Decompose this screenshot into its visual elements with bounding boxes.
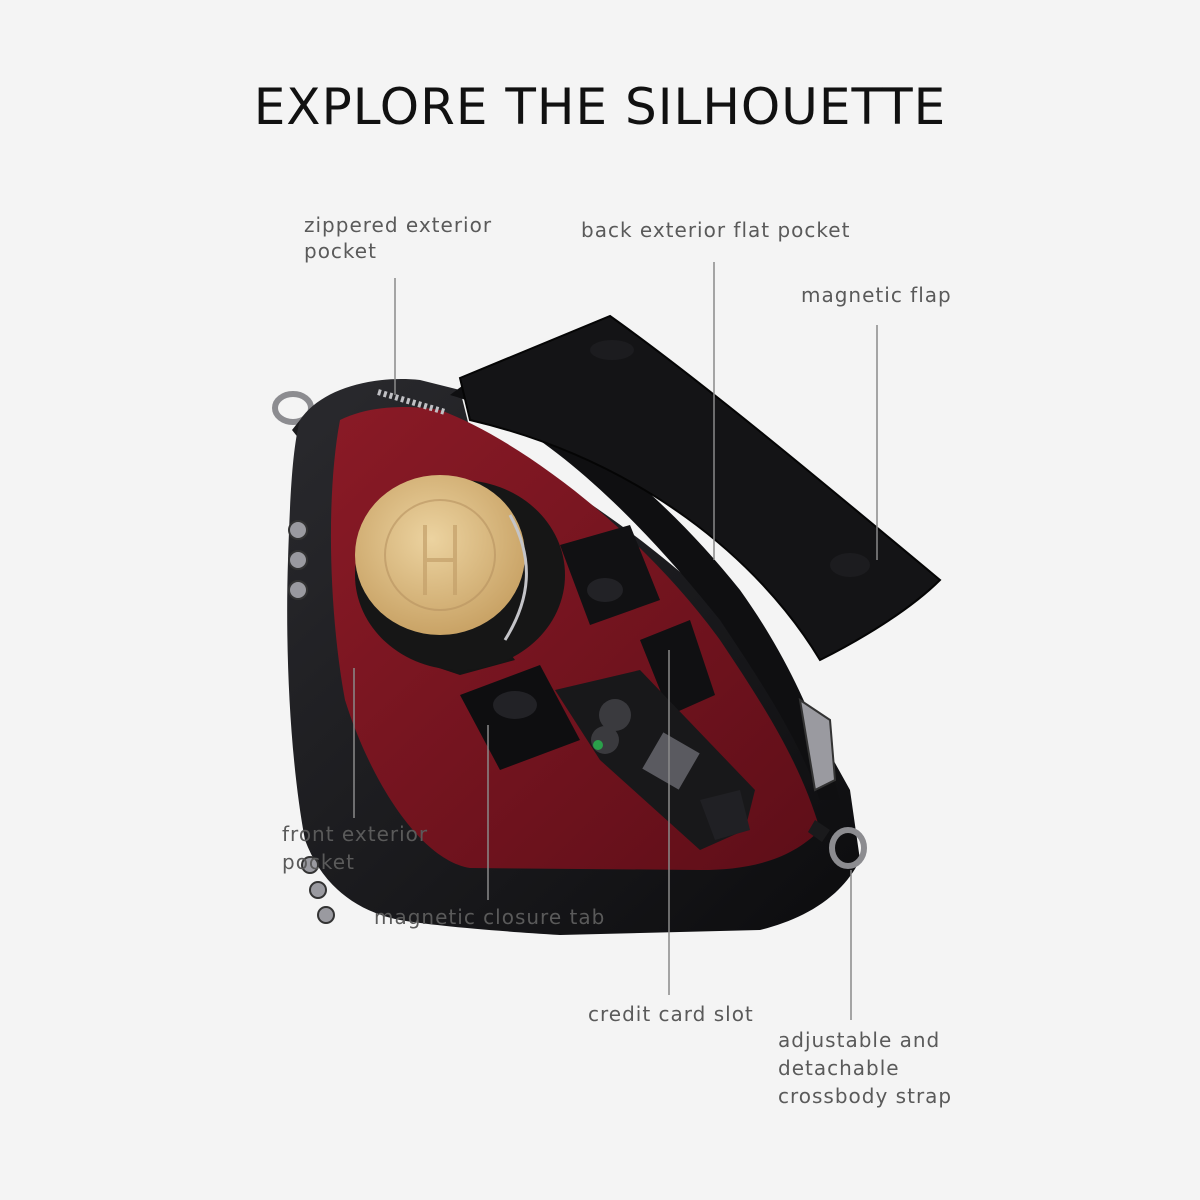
inner-tab	[560, 525, 660, 625]
camera	[555, 670, 755, 850]
label-credit-card-slot: credit card slot	[588, 1002, 754, 1026]
magnetic-flap	[458, 314, 942, 662]
cup-with-wooden-lid	[355, 475, 565, 675]
page-title: EXPLORE THE SILHOUETTE	[253, 78, 947, 136]
label-magnetic-flap: magnetic flap	[801, 283, 952, 307]
label-back-exterior-flat-pocket: back exterior flat pocket	[581, 218, 851, 242]
label-magnetic-closure-tab: magnetic closure tab	[374, 905, 606, 929]
credit-card-slot	[640, 620, 715, 715]
front-studs	[288, 520, 335, 924]
label-zippered-exterior-pocket: zippered exterior pocket	[304, 213, 493, 263]
label-front-exterior-pocket: front exterior pocket	[282, 822, 429, 874]
right-hardware	[798, 697, 837, 792]
right-strap-ring	[808, 820, 867, 869]
label-crossbody-strap: adjustable and detachable crossbody stra…	[778, 1028, 953, 1108]
